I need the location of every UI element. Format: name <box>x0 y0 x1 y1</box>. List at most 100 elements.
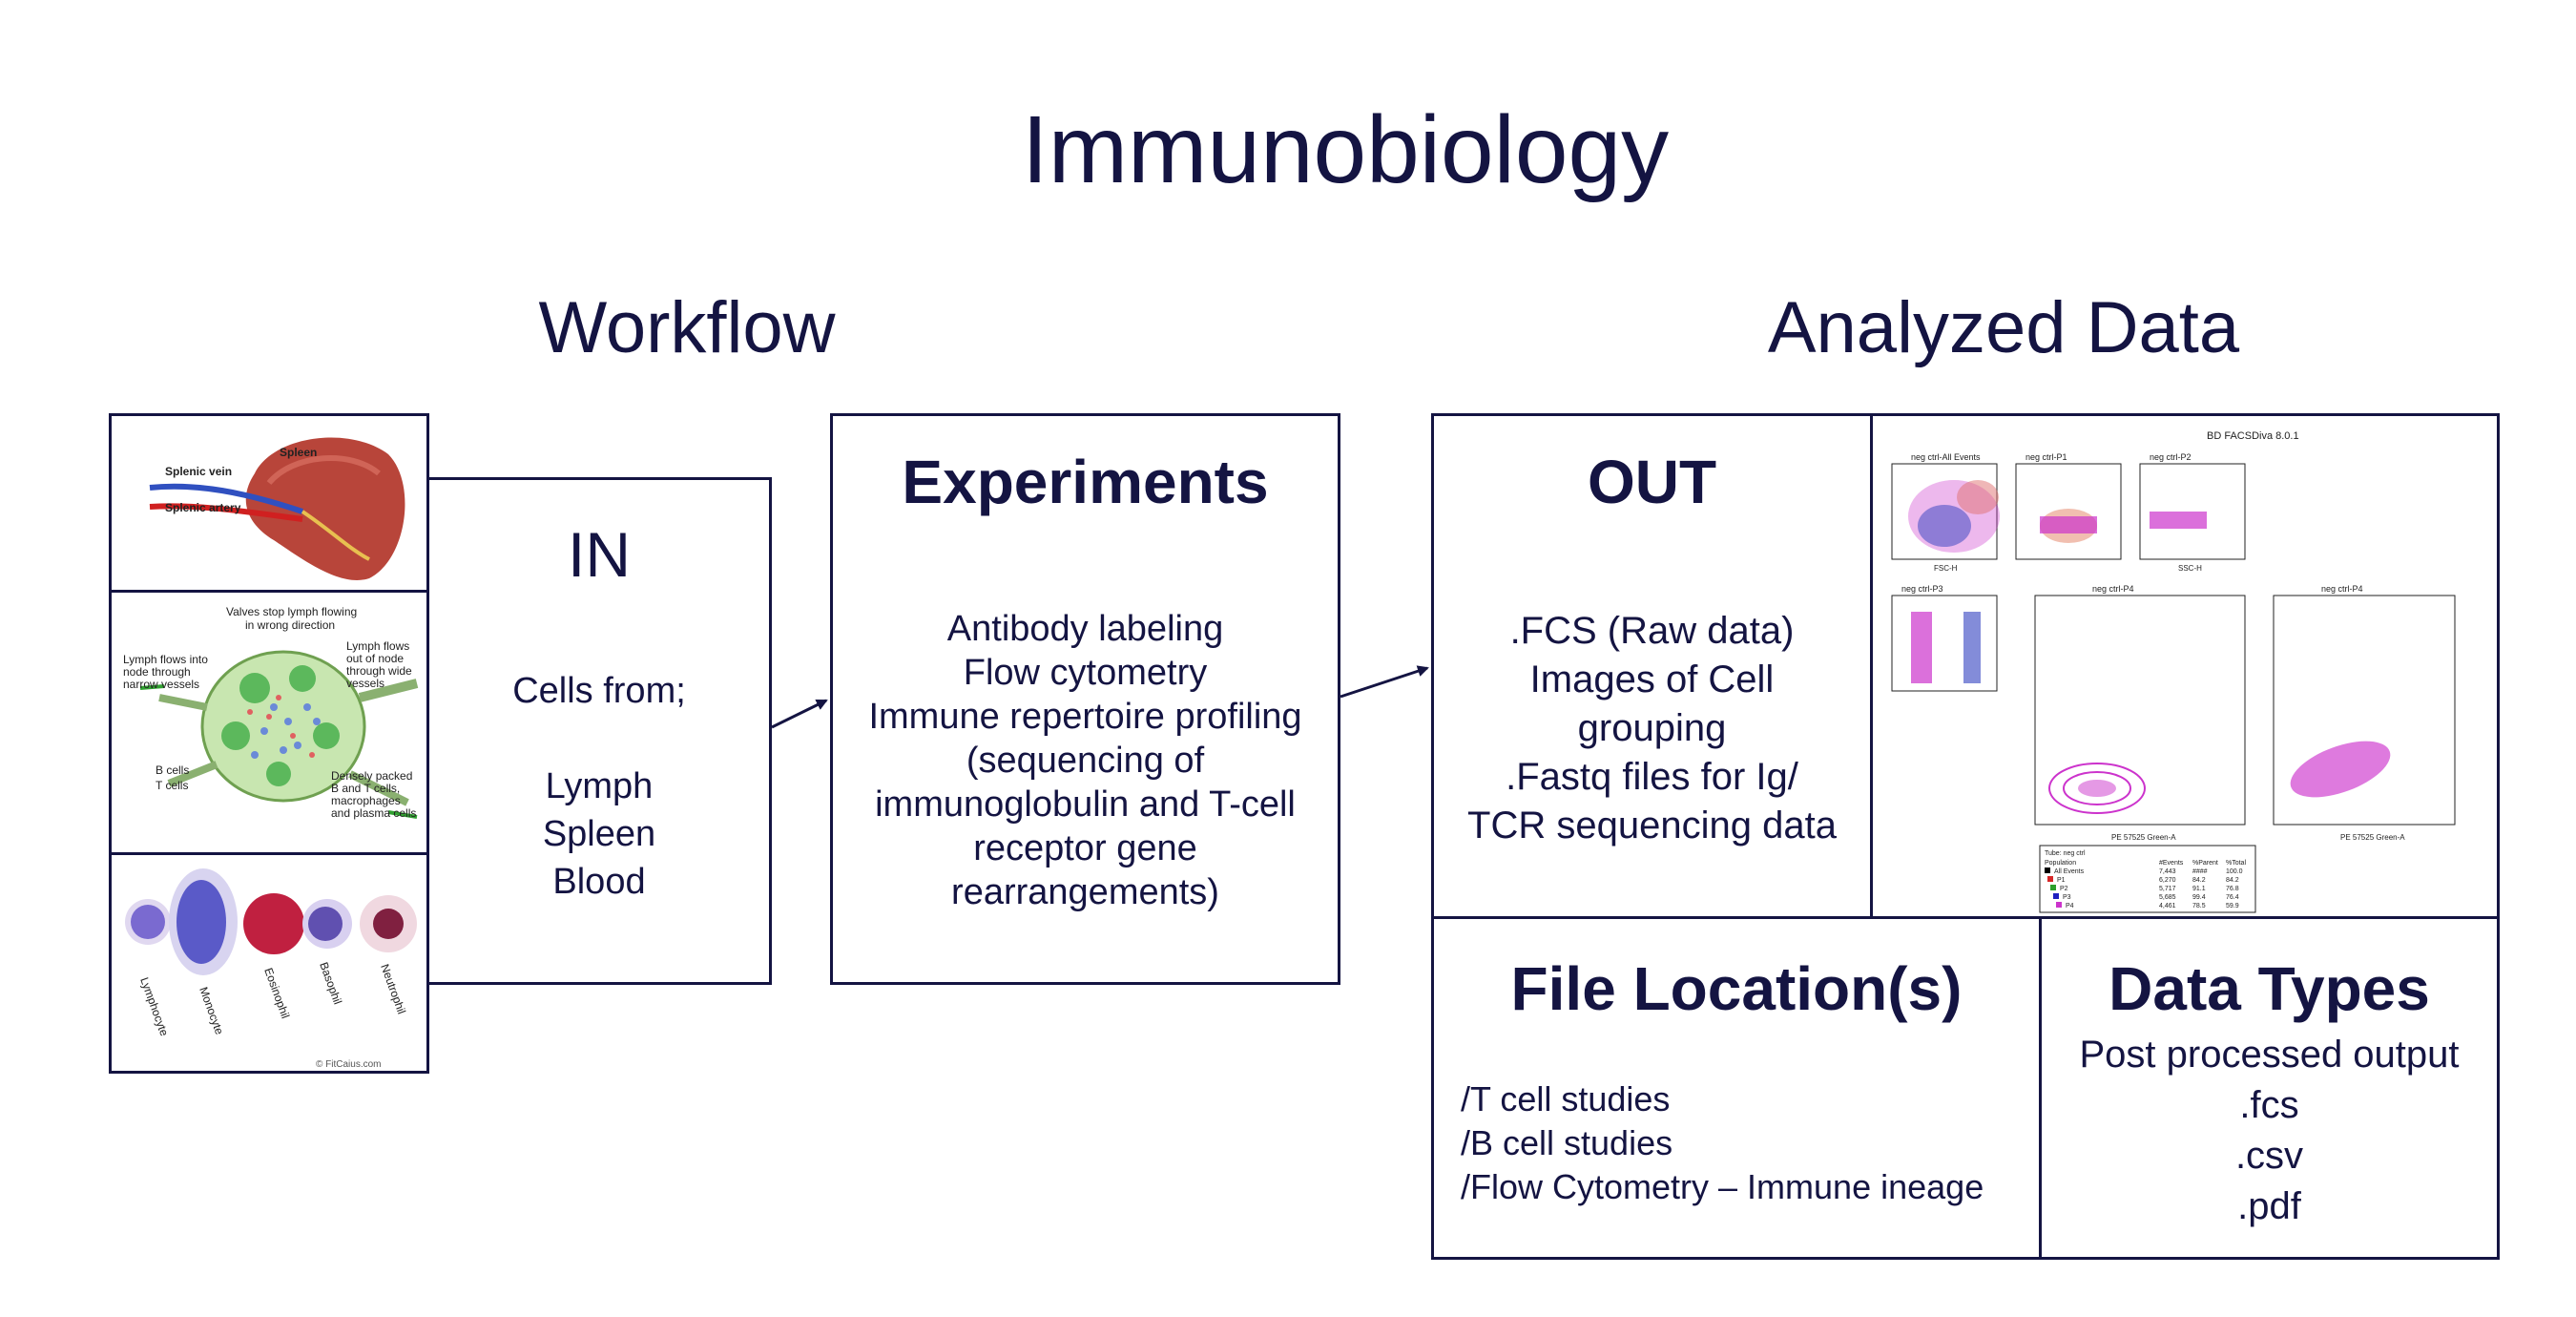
lymph-label-bcells: B cells <box>156 763 189 777</box>
flow-table-h3: %Total <box>2226 860 2246 867</box>
flow-table-cell: 6,270 <box>2159 877 2176 884</box>
flow-table-cell: 7,443 <box>2159 868 2176 875</box>
spleen-label-spleen: Spleen <box>280 446 317 459</box>
flow-table-cell: 84.2 <box>2192 877 2206 884</box>
lymph-label-out-1: Lymph flows <box>346 639 409 653</box>
data-types-heading: Data Types <box>2109 954 2430 1023</box>
in-line-0: Cells from; <box>512 671 686 711</box>
file-location-line-0: /T cell studies <box>1461 1079 1671 1118</box>
flow-table-cell: P1 <box>2057 877 2066 884</box>
flow-table-cell: 84.2 <box>2226 877 2239 884</box>
in-box: IN Cells from; Lymph Spleen Blood <box>426 477 772 985</box>
flow-axis-1: FSC-H <box>1934 564 1958 573</box>
flow-table-cell: 76.8 <box>2226 886 2239 892</box>
out-line-0: .FCS (Raw data) <box>1509 610 1795 652</box>
lymph-label-valves-1: Valves stop lymph flowing <box>226 605 357 618</box>
flow-plot-title-6: neg ctrl-P4 <box>2321 584 2363 594</box>
experiments-box: Experiments Antibody labeling Flow cytom… <box>830 413 1340 985</box>
page-title: Immunobiology <box>1021 96 1670 203</box>
flow-table-swatch <box>2053 893 2059 899</box>
data-types-line-1: .fcs <box>2239 1084 2299 1126</box>
data-types-line-3: .pdf <box>2237 1185 2301 1227</box>
experiments-line-6: rearrangements) <box>951 872 1219 912</box>
flow-plot-title-1: neg ctrl-All Events <box>1911 452 1981 462</box>
flow-table-h1: #Events <box>2159 860 2184 867</box>
lymph-label-out-3: through wide <box>346 664 412 678</box>
flow-plot-title-5: neg ctrl-P4 <box>2092 584 2134 594</box>
lymph-label-valves-2: in wrong direction <box>245 618 335 632</box>
flow-table-swatch <box>2045 868 2050 873</box>
in-line-3: Spleen <box>542 814 656 854</box>
out-line-3: .Fastq files for Ig/ <box>1506 756 1798 798</box>
flow-table-cell: 78.5 <box>2192 903 2206 909</box>
flow-axis-3: PE 57525 Green-A <box>2111 833 2176 842</box>
flow-header: BD FACSDiva 8.0.1 <box>2207 430 2299 442</box>
lymph-label-out-4: vessels <box>346 677 384 690</box>
flow-table-h2: %Parent <box>2192 860 2218 867</box>
lymph-label-into-3: narrow vessels <box>123 678 199 691</box>
in-heading: IN <box>568 519 631 590</box>
data-types-line-2: .csv <box>2234 1135 2304 1177</box>
flow-table-cell: 99.4 <box>2192 894 2206 901</box>
experiments-line-4: immunoglobulin and T-cell <box>875 784 1296 825</box>
lymph-label-packed-4: and plasma cells <box>331 806 416 820</box>
flow-table-cell: 59.9 <box>2226 903 2239 909</box>
experiments-line-3: (sequencing of <box>966 741 1205 781</box>
flow-table-swatch <box>2050 885 2056 890</box>
flow-table-cell: #### <box>2192 868 2208 875</box>
flow-table-cell: 100.0 <box>2226 868 2243 875</box>
flow-table-cell: P2 <box>2060 886 2068 892</box>
workflow-heading: Workflow <box>538 287 836 368</box>
spleen-label-artery: Splenic artery <box>165 501 241 514</box>
file-location-line-2: /Flow Cytometry – Immune ineage <box>1461 1167 1984 1206</box>
out-line-1: Images of Cell <box>1529 658 1775 700</box>
flow-table-cell: 76.4 <box>2226 894 2239 901</box>
file-location-box: File Location(s) /T cell studies /B cell… <box>1431 916 2042 1260</box>
flow-cytometry-image: BD FACSDiva 8.0.1 neg ctrl-All Events FS… <box>1870 413 2500 919</box>
out-box: OUT .FCS (Raw data) Images of Cell group… <box>1431 413 1873 919</box>
in-line-4: Blood <box>552 862 646 902</box>
blood-cells-image: Lymphocyte Monocyte Eosinophil Basophil … <box>109 852 429 1074</box>
experiments-line-1: Flow cytometry <box>963 653 1208 693</box>
lymph-label-packed-3: macrophages <box>331 794 401 807</box>
arrow-experiments-to-out <box>1340 665 1429 699</box>
lymph-label-into-1: Lymph flows into <box>123 653 208 666</box>
file-location-line-1: /B cell studies <box>1461 1123 1673 1162</box>
out-heading: OUT <box>1587 448 1717 516</box>
flow-axis-2: SSC-H <box>2178 564 2202 573</box>
flow-axis-4: PE 57525 Green-A <box>2340 833 2405 842</box>
experiments-line-5: receptor gene <box>973 828 1197 868</box>
data-types-line-0: Post processed output <box>2079 1034 2460 1076</box>
experiments-line-2: Immune repertoire profiling <box>868 697 1302 737</box>
flow-table-cell: All Events <box>2054 868 2085 875</box>
lymph-node-image: Valves stop lymph flowing in wrong direc… <box>109 590 429 855</box>
flow-table-swatch <box>2047 876 2053 882</box>
flow-table-h0: Population <box>2045 860 2076 867</box>
flow-table-cell: 5,717 <box>2159 886 2176 892</box>
lymph-label-packed-2: B and T cells, <box>331 782 400 795</box>
flow-table-cell: 5,685 <box>2159 894 2176 901</box>
lymph-label-packed-1: Densely packed <box>331 769 412 783</box>
lymph-label-tcells: T cells <box>156 779 188 792</box>
data-types-box: Data Types Post processed output .fcs .c… <box>2039 916 2500 1260</box>
out-line-2: grouping <box>1577 707 1727 749</box>
flow-table-cell: 91.1 <box>2192 886 2206 892</box>
analyzed-data-heading: Analyzed Data <box>1767 287 2240 368</box>
experiments-line-0: Antibody labeling <box>946 609 1224 649</box>
lymph-label-out-2: out of node <box>346 652 404 665</box>
arrow-in-to-experiments <box>771 699 828 729</box>
flow-table-swatch <box>2056 902 2062 908</box>
in-line-2: Lymph <box>545 766 654 806</box>
experiments-heading: Experiments <box>902 448 1269 516</box>
flow-plot-title-3: neg ctrl-P2 <box>2150 452 2192 462</box>
flow-table-title: Tube: neg ctrl <box>2045 850 2086 857</box>
spleen-label-vein: Splenic vein <box>165 465 232 478</box>
blood-label-copyright: © FitCaius.com <box>316 1059 382 1070</box>
flow-plot-title-2: neg ctrl-P1 <box>2025 452 2067 462</box>
lymph-label-into-2: node through <box>123 665 191 679</box>
file-location-heading: File Location(s) <box>1510 954 1963 1023</box>
flow-table-cell: P3 <box>2063 894 2071 901</box>
flow-plot-title-4: neg ctrl-P3 <box>1901 584 1943 594</box>
out-line-4: TCR sequencing data <box>1467 805 1837 847</box>
